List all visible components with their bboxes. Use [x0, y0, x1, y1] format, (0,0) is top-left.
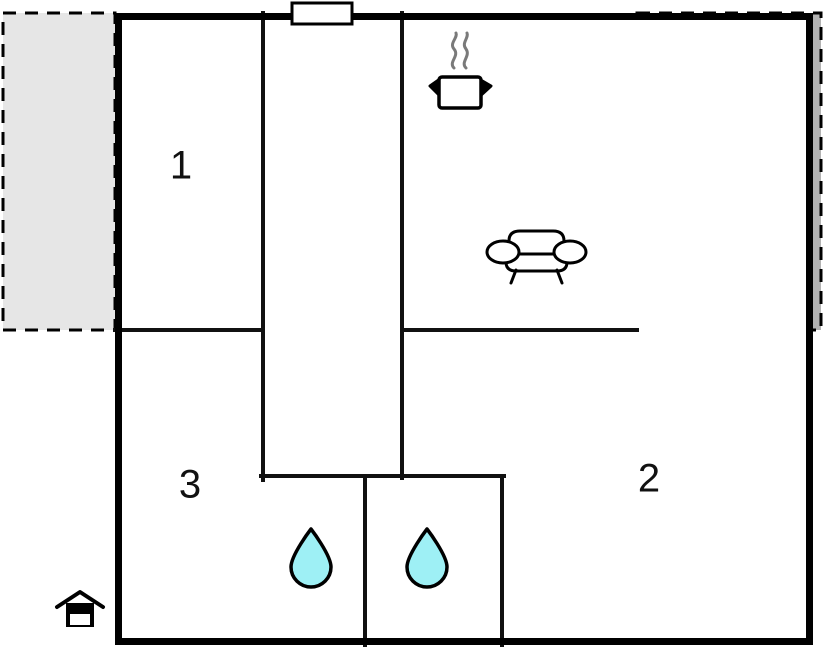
interior-walls	[113, 11, 639, 647]
water-drop-icon-1	[289, 527, 333, 589]
sofa-icon	[485, 229, 588, 285]
steam-left-icon	[450, 31, 458, 70]
door-leaf	[290, 1, 354, 26]
house-roof-icon	[55, 590, 105, 609]
terrace-left	[1, 11, 117, 332]
room-label-3: 3	[179, 463, 201, 507]
sofa-arm-right-icon	[552, 239, 588, 265]
steam-right-icon	[462, 31, 469, 70]
sofa-leg-left-icon	[509, 268, 518, 285]
sofa-leg-right-icon	[555, 268, 564, 285]
house-entrance-icon	[55, 590, 105, 627]
main-building-outline	[115, 13, 813, 645]
water-drop-icon-2	[405, 527, 449, 589]
sofa-arm-left-icon	[485, 239, 521, 265]
house-door-icon	[68, 612, 92, 627]
pot-body-icon	[437, 75, 483, 110]
entrance-door-top[interactable]	[290, 1, 354, 26]
cooktop-icon	[428, 31, 493, 110]
room-label-1: 1	[170, 144, 192, 188]
room-label-2: 2	[638, 457, 660, 501]
sofa-back-icon	[507, 229, 566, 256]
